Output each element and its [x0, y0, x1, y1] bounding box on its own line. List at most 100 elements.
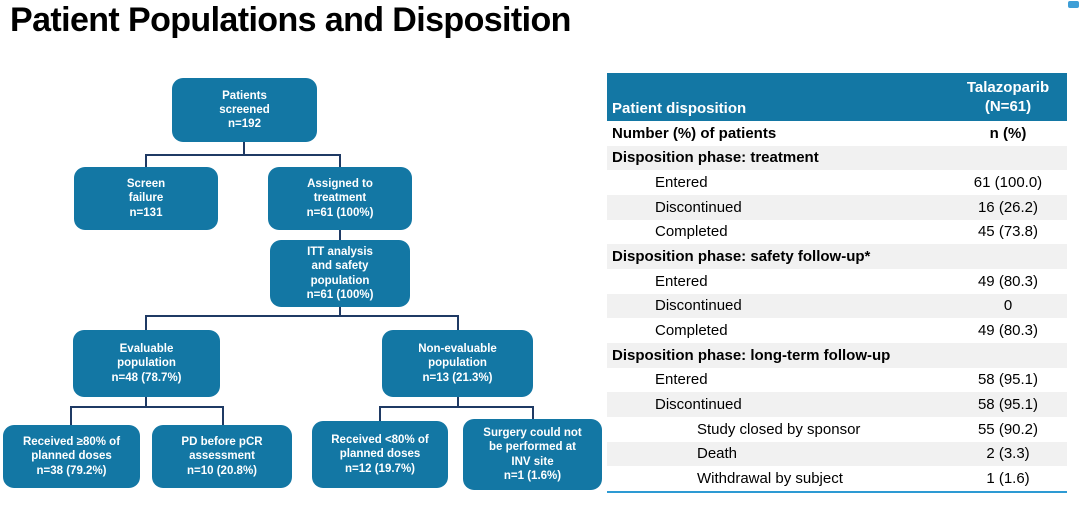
flow-box-line: failure — [128, 192, 164, 205]
flow-box-line: planned doses — [31, 450, 112, 463]
row-label: Discontinued — [655, 297, 742, 315]
table-row: Withdrawal by subject 1 (1.6) — [607, 466, 1067, 491]
row-value: 61 (100.0) — [973, 174, 1043, 192]
flow-box-line: Screen — [126, 178, 166, 191]
table-row: Disposition phase: long-term follow-up — [607, 342, 1067, 368]
flow-connector — [70, 406, 72, 426]
row-value: 1 (1.6) — [986, 470, 1030, 488]
row-value: 0 — [1003, 297, 1013, 315]
table-row: Disposition phase: safety follow-up* — [607, 244, 1067, 269]
flow-box-line: PD before pCR — [181, 436, 263, 449]
flow-box-line: n=1 (1.6%) — [503, 469, 562, 482]
row-value: 2 (3.3) — [986, 445, 1030, 463]
table-header-arm: Talazoparib — [966, 79, 1050, 97]
flow-box-line: planned doses — [339, 448, 421, 461]
row-label: Entered — [655, 272, 708, 290]
flow-box-line: treatment — [313, 192, 367, 205]
row-label: Entered — [655, 174, 708, 192]
flow-box-line: n=131 — [129, 206, 163, 219]
logo-fragment — [1068, 1, 1079, 8]
row-label: Completed — [655, 223, 728, 241]
table-header-n: (N=61) — [984, 98, 1032, 115]
flow-connector — [145, 315, 147, 331]
flow-connector — [145, 396, 147, 408]
flow-box-line: n=61 (100%) — [306, 206, 374, 219]
flow-connector — [457, 396, 459, 408]
table-header-label: Patient disposition — [612, 100, 747, 117]
flow-box-line: population — [428, 357, 487, 370]
table-row: Study closed by sponsor 55 (90.2) — [607, 417, 1067, 442]
row-value: 16 (26.2) — [977, 198, 1039, 216]
flow-connector — [379, 406, 534, 408]
row-value: 55 (90.2) — [977, 420, 1039, 438]
row-label: Entered — [655, 371, 708, 389]
row-label: Disposition phase: safety follow-up* — [612, 248, 871, 266]
table-row: Discontinued 0 — [607, 293, 1067, 319]
flow-connector — [243, 141, 245, 156]
flow-box-line: and safety — [311, 260, 369, 273]
flow-connector — [457, 315, 459, 331]
table-row: Death 2 (3.3) — [607, 441, 1067, 467]
row-label: Discontinued — [655, 396, 742, 414]
row-value: 49 (80.3) — [977, 322, 1039, 340]
row-label: Completed — [655, 322, 728, 340]
flow-box-line: n=192 — [228, 118, 261, 131]
row-label: Disposition phase: long-term follow-up — [612, 346, 891, 364]
flow-box-line: INV site — [511, 455, 554, 468]
flow-box-line: Patients — [222, 89, 267, 102]
table-row: Discontinued 16 (26.2) — [607, 194, 1067, 220]
flow-box-line: population — [117, 357, 176, 370]
flow-connector — [339, 306, 341, 317]
flow-box-line: n=10 (20.8%) — [187, 464, 257, 477]
flow-connector — [222, 406, 224, 426]
flow-box-line: n=61 (100%) — [306, 288, 374, 301]
row-label: Death — [697, 445, 738, 463]
table-header: Patient disposition Talazoparib (N=61) — [607, 73, 1067, 121]
row-label: Study closed by sponsor — [697, 420, 861, 438]
flow-box-line: Surgery could not — [483, 427, 582, 439]
row-value: 58 (95.1) — [977, 371, 1039, 389]
flow-connector — [379, 406, 381, 422]
flow-box-line: ITT analysis — [307, 246, 373, 258]
row-label: Discontinued — [655, 198, 742, 216]
row-value: 58 (95.1) — [977, 396, 1039, 414]
flow-connector — [145, 315, 459, 317]
flow-box-line: Received ≥80% of — [22, 436, 121, 449]
flow-box-line: Received <80% of — [331, 434, 429, 447]
flow-connector — [339, 154, 341, 168]
table-row: Discontinued 58 (95.1) — [607, 392, 1067, 417]
flow-connector — [532, 406, 534, 421]
flow-box-line: n=13 (21.3%) — [422, 371, 493, 384]
flow-box-line: Non-evaluable — [418, 343, 497, 356]
table-row: Disposition phase: treatment — [607, 145, 1067, 171]
flow-box-line: Assigned to — [307, 178, 373, 191]
row-value: n (%) — [989, 124, 1027, 142]
table-row: Completed 49 (80.3) — [607, 318, 1067, 343]
flow-connector — [145, 154, 147, 168]
flow-box-line: be performed at — [489, 441, 576, 454]
flow-connector — [145, 154, 341, 156]
table-row: Completed 45 (73.8) — [607, 220, 1067, 245]
flow-box-line: population — [310, 274, 370, 287]
flow-box-line: n=48 (78.7%) — [111, 371, 182, 384]
slide-title: Patient Populations and Disposition — [10, 1, 571, 39]
row-label: Withdrawal by subject — [697, 470, 843, 488]
flow-connector — [339, 229, 341, 241]
table-row: Entered 61 (100.0) — [607, 170, 1067, 195]
row-label: Disposition phase: treatment — [612, 149, 819, 167]
row-value: 45 (73.8) — [977, 223, 1039, 241]
